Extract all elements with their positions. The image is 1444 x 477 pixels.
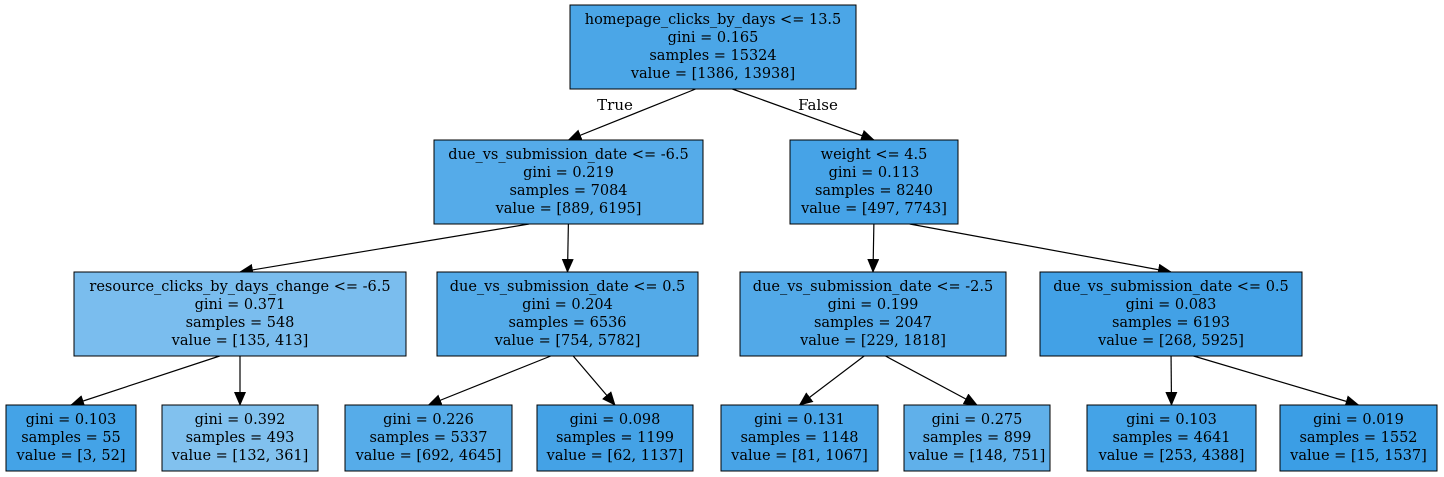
node-line: value = [497, 7743] <box>800 201 947 217</box>
node-box <box>569 4 857 90</box>
tree-node-n1: due_vs_submission_date <= -6.5 gini = 0.2… <box>433 139 704 225</box>
node-box <box>789 139 959 225</box>
node-line: value = [148, 751] <box>908 448 1046 464</box>
node-line: value = [1386, 13938] <box>630 66 795 82</box>
node-line: value = [889, 6195] <box>495 201 642 217</box>
node-line: value = [15, 1537] <box>1289 448 1427 464</box>
tree-node-n12: gini = 0.275 samples = 899 value = [148, 7… <box>903 404 1051 472</box>
node-line: samples = 1199 <box>556 430 674 446</box>
node-line: gini = 0.165 <box>668 30 759 46</box>
node-box <box>1086 404 1257 472</box>
node-box <box>903 404 1051 472</box>
node-line: samples = 8240 <box>815 183 933 199</box>
node-line: value = [135, 413] <box>171 333 309 349</box>
node-line: due_vs_submission_date <= 0.5 <box>450 279 686 295</box>
node-line: due_vs_submission_date <= -2.5 <box>753 279 993 295</box>
node-line: samples = 2047 <box>814 315 932 331</box>
tree-node-n10: gini = 0.098 samples = 1199 value = [62, 1… <box>536 404 694 472</box>
edge-n4-n10 <box>572 355 616 406</box>
node-line: samples = 6536 <box>508 315 626 331</box>
tree-node-n11: gini = 0.131 samples = 1148 value = [81, 1… <box>720 404 879 472</box>
node-line: weight <= 4.5 <box>821 147 928 163</box>
node-line: gini = 0.226 <box>383 412 474 428</box>
node-line: gini = 0.019 <box>1313 412 1404 428</box>
node-box <box>720 404 879 472</box>
node-line: samples = 4641 <box>1112 430 1230 446</box>
tree-node-n13: gini = 0.103 samples = 4641 value = [253, … <box>1086 404 1257 472</box>
node-line: due_vs_submission_date <= 0.5 <box>1053 279 1289 295</box>
node-line: value = [754, 5782] <box>494 333 641 349</box>
node-line: gini = 0.103 <box>26 412 117 428</box>
node-line: gini = 0.113 <box>829 165 920 181</box>
node-line: value = [268, 5925] <box>1097 333 1244 349</box>
node-line: gini = 0.083 <box>1126 297 1217 313</box>
node-line: gini = 0.275 <box>932 412 1023 428</box>
node-line: samples = 1552 <box>1299 430 1417 446</box>
edge-n1-n4 <box>561 223 574 273</box>
node-line: homepage_clicks_by_days <= 13.5 <box>585 12 842 28</box>
node-line: samples = 493 <box>186 430 295 446</box>
node-line: due_vs_submission_date <= -6.5 <box>448 147 688 163</box>
edges-layer <box>70 88 1360 408</box>
node-line: value = [692, 4645] <box>355 448 502 464</box>
edge-n1-n3 <box>239 223 530 276</box>
node-line: value = [3, 52] <box>16 448 126 464</box>
node-line: samples = 548 <box>186 315 295 331</box>
node-box <box>536 404 694 472</box>
node-line: samples = 55 <box>21 430 121 446</box>
edge-n0-n2 <box>732 88 875 142</box>
edge-n2-n6 <box>909 223 1172 276</box>
nodes-layer: homepage_clicks_by_days <= 13.5 gini = 0.… <box>5 4 1438 472</box>
node-line: gini = 0.131 <box>754 412 845 428</box>
tree-node-n14: gini = 0.019 samples = 1552 value = [15, 1… <box>1279 404 1438 472</box>
node-box <box>739 271 1007 357</box>
node-line: value = [229, 1818] <box>799 333 946 349</box>
node-line: gini = 0.103 <box>1126 412 1217 428</box>
node-box <box>1279 404 1438 472</box>
node-line: samples = 899 <box>923 430 1032 446</box>
tree-node-n5: due_vs_submission_date <= -2.5 gini = 0.1… <box>739 271 1007 357</box>
node-line: samples = 5337 <box>369 430 487 446</box>
node-box <box>73 271 407 357</box>
edge-n6-n14 <box>1193 355 1360 408</box>
node-line: value = [81, 1067] <box>730 448 868 464</box>
tree-node-n4: due_vs_submission_date <= 0.5 gini = 0.20… <box>436 271 699 357</box>
tree-node-n3: resource_clicks_by_days_change <= -6.5 gi… <box>73 271 407 357</box>
node-line: samples = 7084 <box>509 183 627 199</box>
tree-node-n8: gini = 0.392 samples = 493 value = [132, 3… <box>161 404 319 472</box>
node-line: samples = 15324 <box>649 48 776 64</box>
edge-n3-n7 <box>70 355 220 407</box>
node-line: gini = 0.204 <box>522 297 613 313</box>
node-line: samples = 1148 <box>740 430 858 446</box>
edge-n5-n12 <box>885 355 978 406</box>
node-line: gini = 0.098 <box>570 412 661 428</box>
node-line: samples = 6193 <box>1112 315 1230 331</box>
node-line: resource_clicks_by_days_change <= -6.5 <box>89 279 390 295</box>
node-box <box>436 271 699 357</box>
tree-node-n6: due_vs_submission_date <= 0.5 gini = 0.08… <box>1039 271 1303 357</box>
node-box <box>1039 271 1303 357</box>
node-box <box>161 404 319 472</box>
edge-n5-n11 <box>798 355 865 406</box>
node-box <box>344 404 513 472</box>
node-line: value = [253, 4388] <box>1098 448 1245 464</box>
tree-node-n2: weight <= 4.5 gini = 0.113 samples = 8240 v… <box>789 139 959 225</box>
edge-label-true: True <box>597 96 633 114</box>
node-line: gini = 0.199 <box>828 297 919 313</box>
node-box <box>5 404 137 472</box>
node-line: value = [62, 1137] <box>546 448 684 464</box>
tree-node-n0: homepage_clicks_by_days <= 13.5 gini = 0.… <box>569 4 857 90</box>
node-line: gini = 0.371 <box>195 297 286 313</box>
node-box <box>433 139 704 225</box>
edge-n2-n5 <box>867 223 880 273</box>
edge-n0-n1 <box>567 88 696 141</box>
tree-node-n7: gini = 0.103 samples = 55 value = [3, 52] <box>5 404 137 472</box>
node-line: value = [132, 361] <box>171 448 309 464</box>
node-line: gini = 0.219 <box>523 165 614 181</box>
edge-n4-n9 <box>427 355 552 406</box>
tree-node-n9: gini = 0.226 samples = 5337 value = [692, … <box>344 404 513 472</box>
node-line: gini = 0.392 <box>195 412 286 428</box>
edge-label-false: False <box>798 96 838 114</box>
